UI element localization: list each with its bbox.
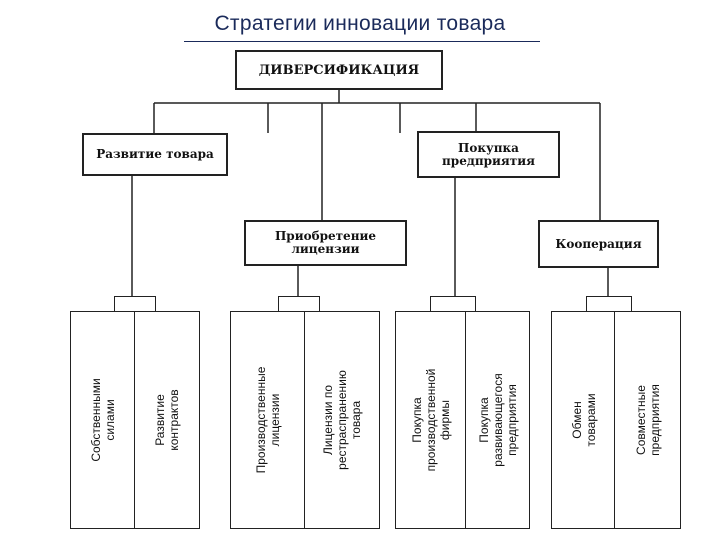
root-label: ДИВЕРСИФИКАЦИЯ <box>258 62 420 78</box>
group-4-cell-2: Совместные предприятия <box>614 311 681 529</box>
cell-text: Покупка производственной фирмы <box>410 368 452 472</box>
cell-text: Развитие контрактов <box>153 389 181 451</box>
box-company-purchase: Покупка предприятия <box>417 131 560 178</box>
group-3-cap <box>430 296 476 312</box>
group-3-cell-2: Покупка развивающегося предприятия <box>465 311 530 529</box>
group-1-cell-1: Собственными силами <box>70 311 136 529</box>
cell-text: Обмен товарами <box>569 393 598 447</box>
group-4-cell-1: Обмен товарами <box>551 311 616 529</box>
cell-text: Лицензии по рестраспранению товара <box>321 370 363 470</box>
group-2-cell-2: Лицензии по рестраспранению товара <box>304 311 380 529</box>
group-2-cell-1: Производственные лицензии <box>230 311 306 529</box>
root-box-diversification: ДИВЕРСИФИКАЦИЯ <box>235 50 443 90</box>
box-product-development: Развитие товара <box>82 133 228 176</box>
cell-text: Производственные лицензии <box>254 366 282 474</box>
company-purchase-label: Покупка предприятия <box>442 140 535 168</box>
license-acquisition-label: Приобретение лицензии <box>274 229 377 256</box>
cell-text: Покупка развивающегося предприятия <box>476 373 519 467</box>
title-underline <box>184 41 540 42</box>
cell-text: Совместные предприятия <box>633 384 662 456</box>
group-2-cap <box>278 296 320 312</box>
product-development-label: Развитие товара <box>96 147 214 161</box>
page-title: Стратегии инновации товара <box>214 12 506 35</box>
group-3-cell-1: Покупка производственной фирмы <box>395 311 467 529</box>
box-license-acquisition: Приобретение лицензии <box>244 220 407 266</box>
group-1-cap <box>114 296 156 312</box>
group-4-cap <box>586 296 632 312</box>
cooperation-label: Кооперация <box>555 236 642 251</box>
box-cooperation: Кооперация <box>538 220 659 268</box>
group-1-cell-2: Развитие контрактов <box>134 311 200 529</box>
cell-text: Собственными силами <box>89 378 117 462</box>
